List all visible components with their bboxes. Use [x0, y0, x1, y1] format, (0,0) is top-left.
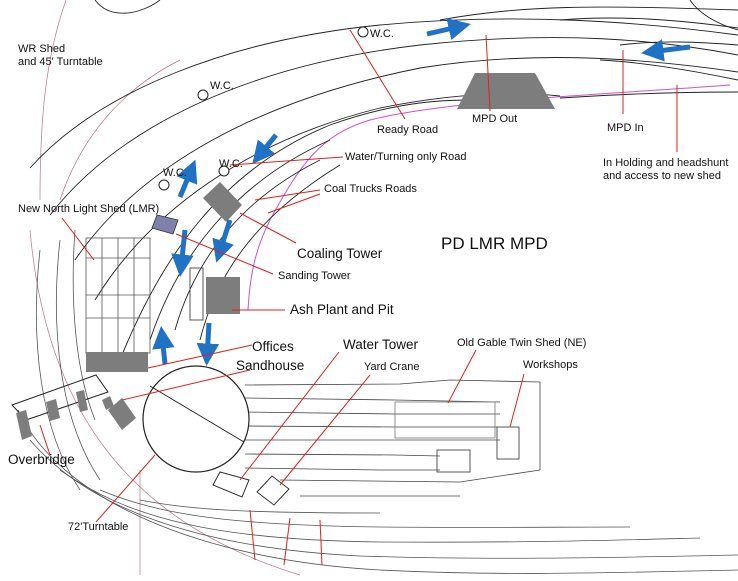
- leader-lines: [39, 29, 678, 566]
- turntable-bridge: [149, 385, 245, 443]
- label-new-north-light-shed: New North Light Shed (LMR): [18, 203, 160, 215]
- wc-marker: [218, 165, 230, 177]
- lower-tracks: [17, 229, 738, 574]
- north-light-shed-grid: [85, 237, 151, 354]
- label-wc: W.C.: [370, 28, 394, 40]
- label-offices: Offices: [252, 339, 294, 354]
- coaling-tower: [203, 182, 242, 222]
- label-yard-crane: Yard Crane: [364, 361, 420, 373]
- label-mpd-out: MPD Out: [472, 113, 518, 125]
- label-ash-plant: Ash Plant and Pit: [290, 302, 394, 317]
- small-building: [436, 449, 471, 473]
- label-wc: W.C.: [210, 80, 234, 92]
- shed-roads: [244, 379, 541, 497]
- label-water-turning: Water/Turning only Road: [345, 151, 467, 163]
- offices-building: [86, 352, 148, 372]
- label-coaling-tower: Coaling Tower: [297, 246, 383, 261]
- wc-marker: [197, 89, 209, 101]
- yard-crane: [256, 475, 290, 506]
- magenta-boundary: [247, 84, 731, 311]
- turntable-72: [142, 365, 250, 473]
- label-mpd-in: MPD In: [607, 122, 644, 134]
- workshops-building: [496, 426, 520, 460]
- wc-marker: [357, 26, 369, 38]
- old-gable-shed: [394, 401, 496, 439]
- label-sandhouse: Sandhouse: [236, 358, 305, 373]
- direction-arrows: [152, 18, 691, 366]
- label-wc: W.C.: [219, 158, 243, 170]
- water-tower: [212, 471, 250, 498]
- wc-marker: [158, 179, 170, 191]
- mpd-out-shed: [457, 73, 555, 109]
- label-72-turntable: 72'Turntable: [68, 521, 129, 533]
- label-water-tower: Water Tower: [343, 337, 419, 352]
- label-overbridge: Overbridge: [8, 452, 75, 467]
- label-ready-road: Ready Road: [377, 124, 439, 136]
- label-coal-trucks: Coal Trucks Roads: [324, 183, 417, 195]
- ash-pit: [189, 267, 204, 321]
- sanding-tower: [151, 214, 179, 235]
- sandhouse-building: [108, 398, 136, 430]
- label-holding: In Holding and headshunt and access to n…: [603, 157, 729, 182]
- label-wr-shed: WR Shed and 45' Turntable: [18, 43, 103, 68]
- label-wc: W.C.: [163, 167, 187, 179]
- overbridge: [11, 374, 114, 440]
- label-sanding-tower: Sanding Tower: [278, 270, 351, 282]
- ash-plant: [206, 277, 240, 314]
- diagram-title: PD LMR MPD: [441, 234, 548, 253]
- label-workshops: Workshops: [523, 359, 578, 371]
- label-old-gable-shed: Old Gable Twin Shed (NE): [457, 337, 587, 349]
